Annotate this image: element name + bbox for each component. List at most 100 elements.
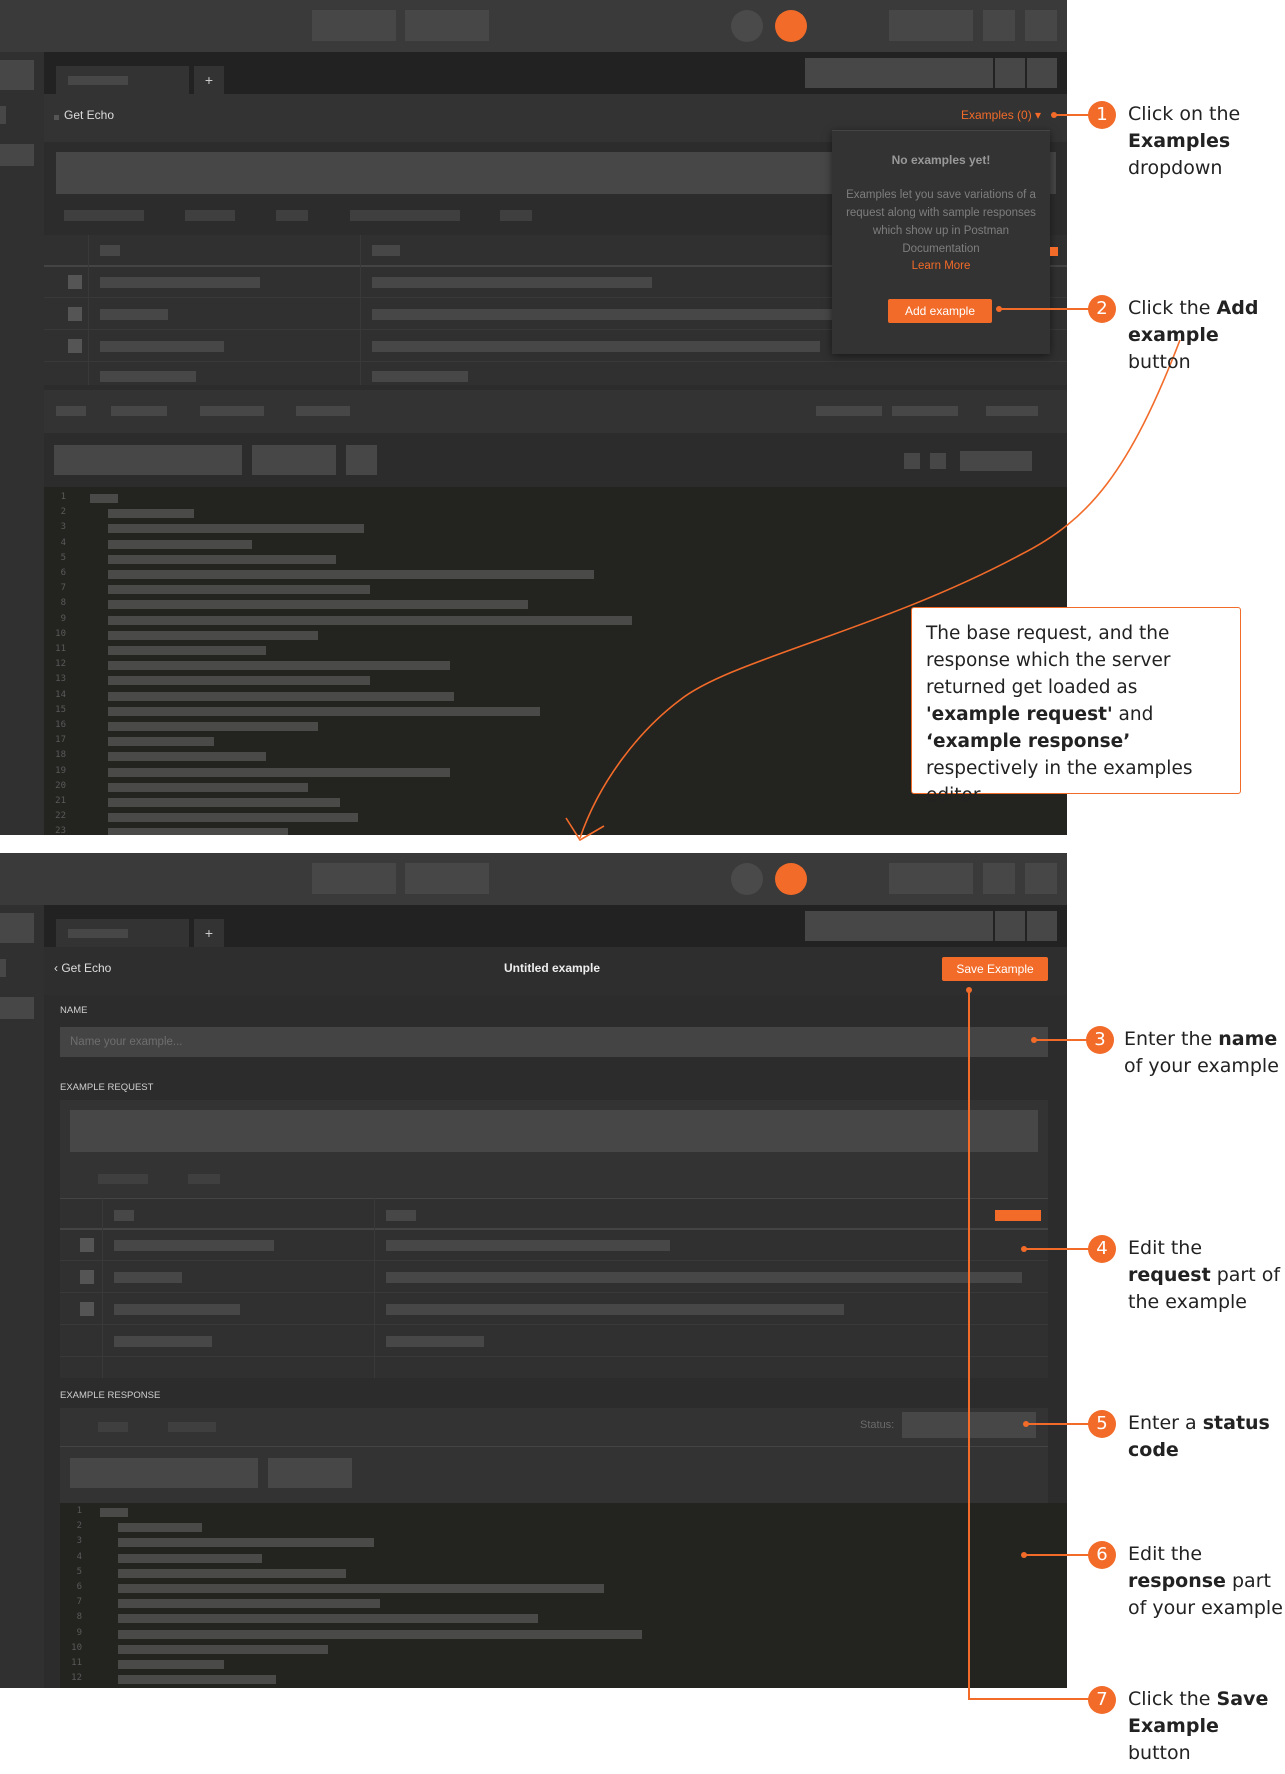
toolbar-button[interactable] bbox=[983, 863, 1015, 894]
code-line bbox=[108, 828, 288, 835]
toolbar-button[interactable] bbox=[1025, 863, 1057, 894]
line-number: 8 bbox=[76, 1612, 82, 1623]
code-line bbox=[108, 661, 450, 671]
toolbar-button[interactable] bbox=[312, 10, 396, 41]
back-to-request-link[interactable]: ‹ Get Echo bbox=[54, 961, 112, 975]
code-line bbox=[90, 494, 118, 503]
code-line bbox=[108, 600, 528, 610]
code-line bbox=[118, 1584, 604, 1593]
code-line bbox=[118, 1523, 202, 1533]
callout-text: Click on the bbox=[1128, 103, 1241, 125]
save-example-button[interactable]: Save Example bbox=[942, 957, 1048, 981]
eye-icon[interactable] bbox=[995, 58, 1025, 88]
param-checkbox[interactable] bbox=[80, 1238, 94, 1252]
new-tab-button[interactable]: + bbox=[194, 919, 224, 947]
settings-icon[interactable] bbox=[1027, 911, 1057, 941]
new-tab-button[interactable]: + bbox=[194, 66, 224, 94]
environment-select[interactable] bbox=[805, 58, 993, 88]
code-line bbox=[108, 630, 318, 640]
info-box-text: The base request, and the response which… bbox=[926, 620, 1226, 809]
line-number: 17 bbox=[55, 735, 66, 746]
callout-text: part of your example bbox=[1128, 1570, 1283, 1619]
environment-select[interactable] bbox=[805, 911, 993, 941]
add-example-button[interactable]: Add example bbox=[888, 299, 992, 323]
format-select[interactable] bbox=[54, 445, 242, 475]
connector-line bbox=[1024, 1554, 1090, 1556]
eye-icon[interactable] bbox=[995, 911, 1025, 941]
toolbar-button[interactable] bbox=[405, 863, 489, 894]
code-line bbox=[108, 524, 364, 534]
toolbar-button[interactable] bbox=[1025, 10, 1057, 41]
code-line bbox=[108, 737, 214, 747]
toolbar-button[interactable] bbox=[983, 10, 1015, 41]
param-checkbox[interactable] bbox=[80, 1270, 94, 1284]
format-select[interactable] bbox=[252, 445, 336, 475]
connector-line bbox=[1054, 114, 1090, 116]
line-number: 4 bbox=[60, 537, 66, 548]
sync-icon[interactable] bbox=[731, 10, 763, 42]
examples-dropdown[interactable]: Examples (0) ▾ bbox=[961, 108, 1042, 122]
callout-emphasis: 'example request' bbox=[926, 704, 1113, 725]
copy-icon[interactable] bbox=[904, 453, 920, 469]
request-tab[interactable] bbox=[56, 919, 189, 947]
notification-icon[interactable] bbox=[775, 10, 807, 42]
step-number: 4 bbox=[1088, 1235, 1116, 1263]
param-checkbox[interactable] bbox=[68, 339, 82, 353]
notification-icon[interactable] bbox=[775, 863, 807, 895]
callout-emphasis: name bbox=[1218, 1028, 1278, 1050]
scroll-marker bbox=[1050, 247, 1058, 256]
example-request-label: EXAMPLE REQUEST bbox=[60, 1082, 154, 1093]
search-icon[interactable] bbox=[930, 453, 946, 469]
callout-emphasis: Save Example bbox=[1128, 1688, 1269, 1737]
line-number: 22 bbox=[55, 811, 66, 822]
code-line bbox=[108, 722, 318, 731]
callout-emphasis: status code bbox=[1128, 1412, 1270, 1461]
sync-icon[interactable] bbox=[731, 863, 763, 895]
line-number: 10 bbox=[71, 1642, 82, 1653]
example-name-input[interactable]: Name your example... bbox=[60, 1027, 1048, 1057]
toolbar-button[interactable] bbox=[889, 10, 973, 41]
line-number: 4 bbox=[76, 1551, 82, 1562]
step-number: 6 bbox=[1088, 1541, 1116, 1569]
line-number: 3 bbox=[76, 1536, 82, 1547]
code-line bbox=[108, 539, 252, 549]
callout-text: Edit the bbox=[1128, 1237, 1203, 1259]
wrap-icon[interactable] bbox=[346, 445, 377, 475]
save-response-button[interactable] bbox=[960, 451, 1032, 471]
line-number: 1 bbox=[76, 1506, 82, 1516]
line-number: 6 bbox=[60, 568, 66, 578]
request-name: Get Echo bbox=[64, 108, 115, 122]
line-number: 19 bbox=[55, 765, 66, 776]
format-select[interactable] bbox=[268, 1458, 352, 1488]
code-line bbox=[108, 585, 370, 595]
param-checkbox[interactable] bbox=[68, 307, 82, 321]
line-number: 12 bbox=[55, 659, 66, 670]
code-line bbox=[108, 691, 454, 701]
code-line bbox=[118, 1629, 642, 1639]
param-checkbox[interactable] bbox=[80, 1302, 94, 1316]
toolbar-button[interactable] bbox=[889, 863, 973, 894]
code-line bbox=[118, 1538, 374, 1548]
request-url-bar[interactable] bbox=[70, 1110, 1038, 1152]
code-line bbox=[100, 1508, 128, 1517]
toolbar-button[interactable] bbox=[312, 863, 396, 894]
code-line bbox=[118, 1644, 328, 1654]
code-line bbox=[108, 706, 540, 716]
line-number: 2 bbox=[60, 507, 66, 518]
toolbar-button[interactable] bbox=[405, 10, 489, 41]
settings-icon[interactable] bbox=[1027, 58, 1057, 88]
request-tab[interactable] bbox=[56, 66, 189, 94]
learn-more-link[interactable]: Learn More bbox=[911, 260, 971, 272]
top-toolbar bbox=[0, 853, 1067, 905]
line-number: 11 bbox=[71, 1658, 82, 1668]
callout-step-7: Click the Save Example button bbox=[1128, 1686, 1283, 1767]
connector-line bbox=[999, 308, 1090, 310]
format-select[interactable] bbox=[70, 1458, 258, 1488]
code-line bbox=[118, 1660, 224, 1669]
connector-line bbox=[1034, 1039, 1088, 1041]
param-checkbox[interactable] bbox=[68, 275, 82, 289]
code-line bbox=[108, 615, 632, 625]
